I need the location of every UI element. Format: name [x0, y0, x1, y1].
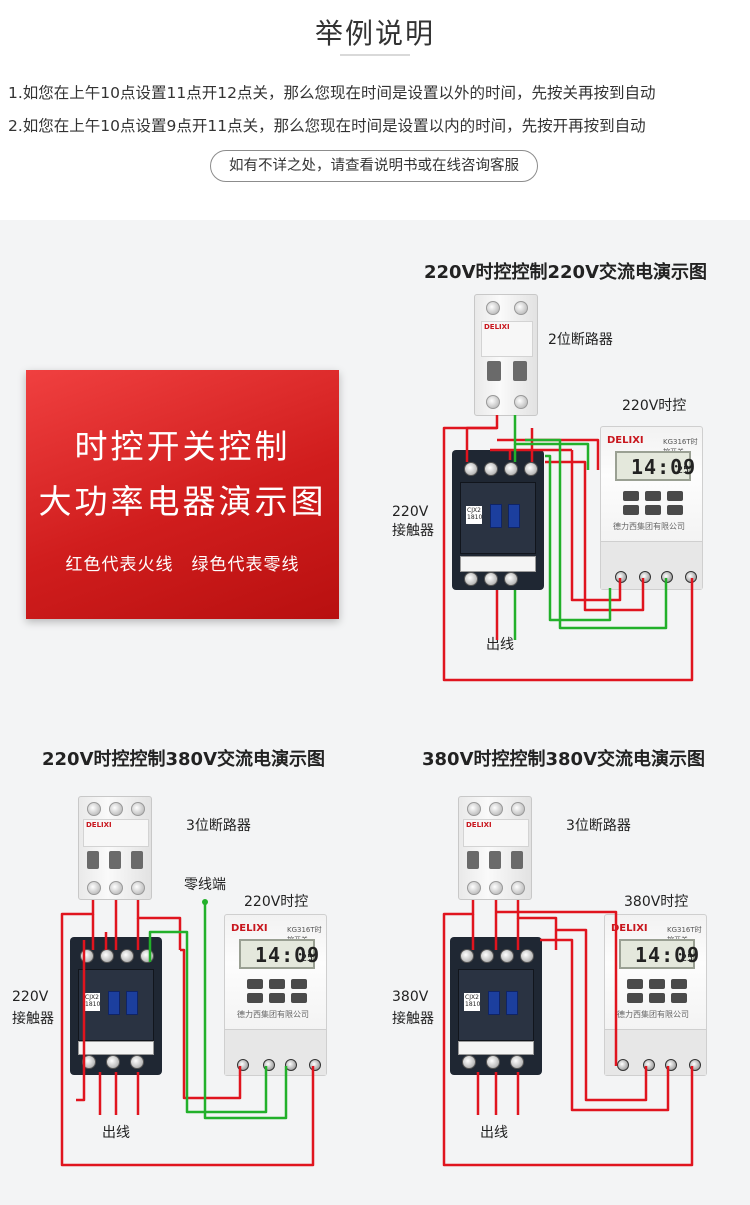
lcd-seconds: 25 [677, 465, 690, 476]
diagram-3-contactor: CJX2 1810 [450, 937, 542, 1075]
instructions-section: 举例说明 1.如您在上午10点设置11点开12点关，那么您现在时间是设置以外的时… [0, 0, 750, 220]
title-divider [340, 54, 410, 56]
banner-line-1: 时控开关控制 [74, 427, 291, 466]
timer-brand: DELIXI [607, 435, 644, 446]
breaker-brand: DELIXI [86, 821, 112, 829]
diagram-1-contactor-label: 接触器 [392, 523, 434, 539]
timer-maker: 德力西集团有限公司 [237, 1010, 309, 1019]
banner-line-2: 大功率电器演示图 [38, 482, 327, 521]
help-hint-pill: 如有不详之处，请查看说明书或在线咨询客服 [210, 150, 538, 182]
diagram-3-breaker-label: 3位断路器 [566, 818, 631, 834]
diagram-2-breaker: DELIXI [78, 796, 152, 900]
diagram-2-timer: DELIXI KG316T时控开关 14:09 25 德力西集团有限公司 [224, 914, 327, 1076]
diagram-3-contactor-label: 接触器 [392, 1011, 434, 1027]
diagram-1-title: 220V时控控制220V交流电演示图 [424, 262, 708, 283]
diagram-2-title: 220V时控控制380V交流电演示图 [42, 749, 326, 770]
diagram-1-contactor: CJX2 1810 [452, 450, 544, 590]
diagram-2-contactor-label-voltage: 220V [12, 989, 49, 1005]
diagram-1-breaker: DELIXI [474, 294, 538, 416]
contactor-model-chip: CJX2 1810 [84, 993, 100, 1011]
lcd-seconds: 25 [681, 953, 694, 964]
diagram-2-contactor-label: 接触器 [12, 1011, 54, 1027]
diagram-1-output-label: 出线 [486, 637, 514, 653]
example-line-1: 1.如您在上午10点设置11点开12点关，那么您现在时间是设置以外的时间，先按关… [8, 84, 656, 102]
page-title: 举例说明 [314, 17, 435, 50]
diagram-3-output-label: 出线 [480, 1125, 508, 1141]
diagram-3-title: 380V时控控制380V交流电演示图 [422, 749, 706, 770]
example-line-2: 2.如您在上午10点设置9点开11点关，那么您现在时间是设置以内的时间，先按开再… [8, 117, 646, 135]
timer-lcd: 14:09 25 [615, 451, 695, 481]
timer-lcd: 14:09 25 [239, 939, 319, 969]
timer-maker: 德力西集团有限公司 [617, 1010, 689, 1019]
timer-brand: DELIXI [231, 923, 268, 934]
red-banner: 时控开关控制 大功率电器演示图 红色代表火线 绿色代表零线 [26, 370, 339, 619]
lcd-seconds: 25 [301, 953, 314, 964]
diagram-2-timer-label: 220V时控 [244, 894, 309, 910]
diagram-2-contactor: CJX2 1810 [70, 937, 162, 1075]
breaker-brand: DELIXI [484, 323, 510, 331]
diagram-3-timer-label: 380V时控 [624, 894, 689, 910]
timer-lcd: 14:09 25 [619, 939, 699, 969]
diagram-1-breaker-label: 2位断路器 [548, 332, 613, 348]
diagram-3-timer: DELIXI KG316T时控开关 14:09 25 德力西集团有限公司 [604, 914, 707, 1076]
diagram-2-output-label: 出线 [102, 1125, 130, 1141]
diagram-1-contactor-label-voltage: 220V [392, 504, 429, 520]
diagram-3-contactor-label-voltage: 380V [392, 989, 429, 1005]
contactor-model-chip: CJX2 1810 [464, 993, 480, 1011]
contactor-model-chip: CJX2 1810 [466, 506, 482, 524]
diagram-3-breaker: DELIXI [458, 796, 532, 900]
diagram-2-neutral-label: 零线端 [184, 877, 226, 893]
timer-maker: 德力西集团有限公司 [613, 522, 685, 531]
breaker-brand: DELIXI [466, 821, 492, 829]
diagram-1-timer-label: 220V时控 [622, 398, 687, 414]
banner-wire-legend: 红色代表火线 绿色代表零线 [65, 555, 300, 575]
timer-brand: DELIXI [611, 923, 648, 934]
diagram-1-timer: DELIXI KG316T时控开关 14:09 25 德力西集团有限公司 [600, 426, 703, 590]
diagram-2-breaker-label: 3位断路器 [186, 818, 251, 834]
